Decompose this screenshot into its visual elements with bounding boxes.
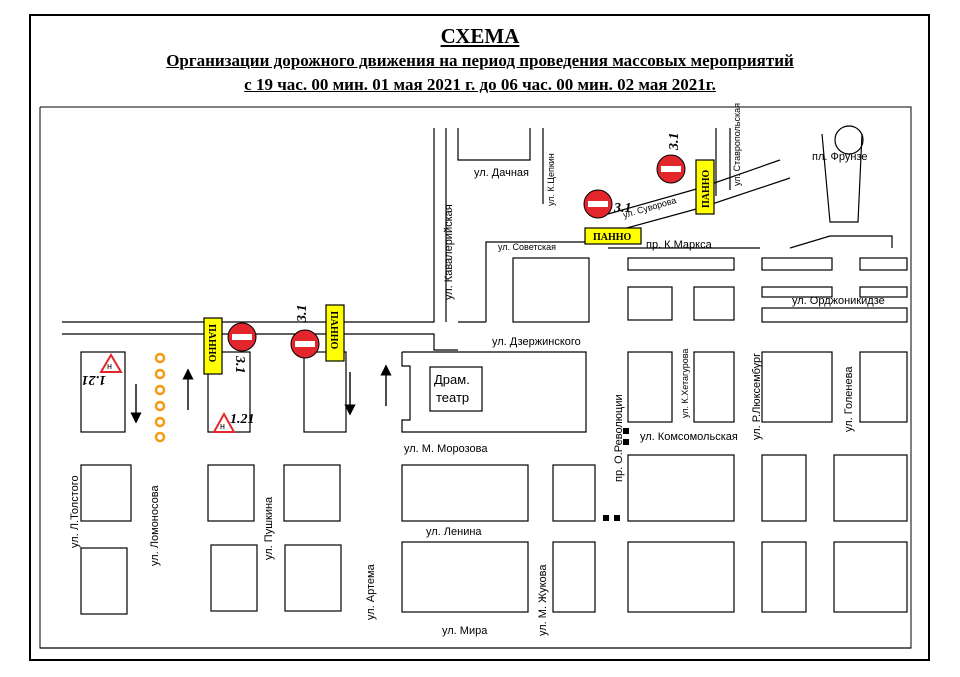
sign-code-6: 1.21 [230, 412, 255, 427]
label-revolyutsii: пр. О.Революции [613, 394, 625, 482]
label-sovetskaya: ул. Советская [498, 242, 556, 252]
sign-code-5: 1.21 [82, 372, 107, 387]
label-komsomolskaya: ул. Комсомольская [640, 431, 738, 443]
label-artema: ул. Артема [365, 563, 377, 620]
road-marksa-north [485, 241, 608, 322]
label-kavaleriyskaya: ул. Кавалерийская [443, 204, 455, 300]
panno-label-2: ПАННО [701, 169, 712, 208]
scheme-title: СХЕМА [440, 24, 520, 48]
warning-sign-2: н [212, 411, 236, 433]
road-edges [40, 128, 911, 649]
marker [623, 428, 629, 434]
road-dachnaya [457, 128, 531, 161]
panno-label-4: ПАННО [328, 311, 339, 350]
sign-code-2: 3.1 [667, 133, 682, 152]
marker [623, 439, 629, 445]
no-entry-sign-2 [656, 154, 686, 184]
cone [154, 368, 166, 380]
svg-text:н: н [107, 361, 112, 371]
warning-sign-1: н [99, 353, 123, 373]
frunze-circle [834, 125, 864, 155]
label-dzerzhinskogo: ул. Дзержинского [492, 336, 581, 348]
label-khetagurova: ул. К.Хетагурова [680, 349, 690, 418]
cone [154, 384, 166, 396]
traffic-cones [154, 352, 166, 443]
checkpoint-markers [603, 428, 629, 521]
label-dachnaya: ул. Дачная [474, 167, 529, 179]
blocks [80, 257, 908, 615]
panno-label-3: ПАННО [206, 324, 217, 363]
map-frame [29, 14, 930, 661]
no-entry-sign-4 [290, 329, 320, 359]
sign-code-4: 3.1 [295, 305, 310, 324]
panno-4 [325, 304, 345, 362]
scheme-date-range: с 19 час. 00 мин. 01 мая 2021 г. до 06 ч… [244, 75, 716, 94]
label-goleneva: ул. Голенева [843, 366, 855, 432]
label-lomonosova: ул. Ломоносова [149, 485, 161, 566]
marker [603, 515, 609, 521]
scheme-subtitle: Организации дорожного движения на период… [166, 51, 794, 70]
svg-text:н: н [220, 421, 225, 431]
label-marksa: пр. К.Маркса [646, 239, 713, 251]
road-frunze-bottom [789, 235, 893, 249]
panno-3 [203, 317, 223, 375]
cone [154, 416, 166, 428]
direction-arrows [130, 364, 392, 424]
sign-code-3: 3.1 [232, 355, 247, 374]
inner-border [39, 106, 912, 649]
label-morozova: ул. М. Морозова [404, 443, 488, 455]
label-stavropolskaya: ул. Ставропольская [732, 103, 742, 186]
panno-1 [584, 227, 642, 245]
label-mira: ул. Мира [442, 625, 488, 637]
panno-2 [695, 159, 715, 215]
cone [154, 352, 166, 364]
road-frunze-left [821, 133, 863, 223]
label-luxemburg: ул. Р.Люксембург [751, 353, 763, 440]
label-zhukova: ул. М. Жукова [537, 564, 549, 636]
road-kavaleriyskaya-west [62, 128, 435, 323]
cone [154, 431, 166, 443]
label-ordzhonikidze: ул. Орджоникидзе [792, 295, 885, 307]
sign-code-1: 3.1 [613, 201, 632, 216]
road-dzerzhinskogo-south [62, 333, 458, 351]
panno-label-1: ПАННО [593, 232, 632, 243]
label-frunze: пл. Фрунзе [812, 151, 867, 163]
theater-label-1: Драм. [434, 372, 470, 387]
label-tsepkin: ул. К.Цепкин [546, 153, 556, 206]
theater-label-2: театр [436, 390, 469, 405]
no-entry-sign-1 [583, 189, 613, 219]
cone [154, 400, 166, 412]
no-entry-sign-3 [227, 322, 257, 352]
label-lenina: ул. Ленина [426, 526, 482, 538]
label-pushkina: ул. Пушкина [263, 496, 275, 560]
marker [614, 515, 620, 521]
label-tolstogo: ул. Л.Толстого [69, 475, 81, 548]
